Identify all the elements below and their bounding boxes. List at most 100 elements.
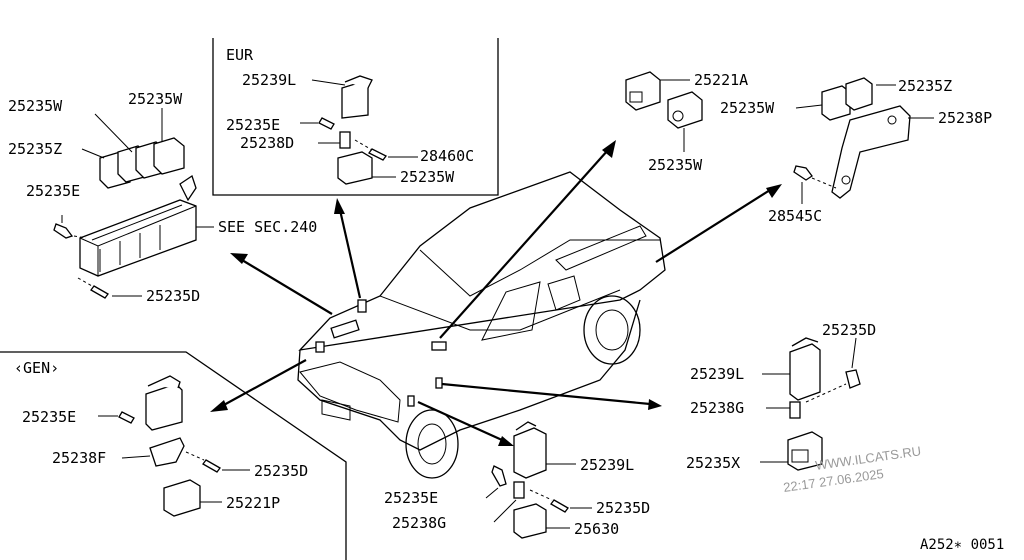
bracket-gen-f [149, 437, 185, 467]
arrow-to-bottom-center [417, 400, 503, 442]
label-tr-25235w: 25235W [720, 99, 775, 117]
label-tr-25235z: 25235Z [898, 77, 952, 95]
vehicle-beltline [379, 289, 621, 331]
relay-tr-w-mid-pin [672, 110, 684, 122]
relay-tr-w [821, 85, 851, 121]
gen-title: ‹GEN› [14, 359, 59, 377]
relay-bc-25630 [513, 503, 547, 539]
screw-tl-e [53, 223, 74, 239]
relay-right-l-tab [791, 337, 819, 347]
bracket-hole-1 [887, 115, 897, 125]
dash-tl-e [73, 235, 87, 239]
vehicle-rear-window [547, 275, 581, 311]
top-right-group: 25221A 25235W 25235Z 25235W 25238P 28545… [625, 71, 992, 225]
vehicle-rear-hub [595, 309, 629, 351]
relay-box-tab [179, 174, 197, 202]
relay-right-x [787, 431, 823, 471]
label-tr-28545c: 28545C [768, 207, 822, 225]
bolt-gen-d [202, 459, 221, 473]
arrowhead-eur [334, 198, 345, 214]
bolt-right-d [845, 369, 861, 389]
label-gen-25238f: 25238F [52, 449, 106, 467]
label-right-25235d: 25235D [822, 321, 876, 339]
top-left-group: 25235W 25235W 25235Z 25235E SEE SEC.240 … [8, 90, 317, 305]
relay-tr-z [845, 77, 873, 111]
vehicle-fuse-location [330, 319, 360, 339]
leader-tl-z [81, 148, 105, 159]
label-gen-25221p: 25221P [226, 494, 280, 512]
arrow-to-top-right [439, 149, 609, 339]
relay-bc-l-tab [515, 421, 537, 431]
screw-tr-c [793, 165, 813, 181]
bracket-right-g [789, 401, 801, 419]
arrowhead-gen [210, 400, 228, 412]
arrow-to-top-left [241, 259, 333, 315]
leader-bc-g [493, 499, 517, 523]
label-bc-25235d: 25235D [596, 499, 650, 517]
label-eur-25238d: 25238D [240, 134, 294, 152]
arrowhead-bottom-center [498, 436, 514, 446]
relay-right-x-socket [791, 449, 809, 463]
label-tl-25235z: 25235Z [8, 140, 62, 158]
eur-title: EUR [226, 46, 254, 64]
eur-box-frame [212, 38, 499, 196]
arrow-to-eur [338, 209, 362, 299]
screw-gen-e [118, 411, 135, 424]
label-tl-25235w-left: 25235W [8, 97, 63, 115]
vehicle-lower-body [297, 299, 641, 451]
vehicle-grille-area [299, 361, 401, 423]
label-eur-28460c: 28460C [420, 147, 474, 165]
vehicle-relay-location-center [431, 341, 447, 351]
bracket-eur-d [339, 131, 351, 149]
screw-eur-e [318, 117, 335, 130]
vehicle-relay-location-front [315, 341, 325, 353]
label-bc-25235e: 25235E [384, 489, 438, 507]
arrowhead-top-left [230, 253, 248, 264]
vehicle-plate [321, 399, 351, 421]
label-eur-25239l: 25239L [242, 71, 296, 89]
relay-box-edges [79, 205, 197, 276]
dash-tl-d [77, 277, 93, 287]
arrowhead-right [648, 399, 662, 410]
arrowhead-bracket [766, 184, 782, 198]
relay-gen [145, 383, 183, 431]
label-tr-25221a: 25221A [694, 71, 748, 89]
dash-bc-d [529, 489, 553, 501]
label-tr-25238p: 25238P [938, 109, 992, 127]
leader-bc-e [485, 487, 499, 499]
bracket-hole-2 [841, 175, 851, 185]
vehicle-door-window [481, 281, 541, 341]
relay-right-l [789, 343, 821, 401]
label-tr-25235w-mid: 25235W [648, 156, 703, 174]
label-gen-25235e: 25235E [22, 408, 76, 426]
relay-tr-w-mid [667, 91, 703, 129]
label-right-25239l: 25239L [690, 365, 744, 383]
label-tl-25235d: 25235D [146, 287, 200, 305]
relay-eur-w [337, 151, 373, 185]
label-tl-25235e: 25235E [26, 182, 80, 200]
arrow-to-bracket [655, 189, 771, 263]
label-bc-25630: 25630 [574, 520, 619, 538]
label-gen-25235d: 25235D [254, 462, 308, 480]
leader-tl-w-left [94, 113, 133, 153]
right-group: 25239L 25235D 25238G 25235X [686, 321, 876, 472]
relay-25221a-socket [629, 91, 643, 103]
vehicle-relay-location-side [435, 377, 443, 389]
label-tl-25235w-right: 25235W [128, 90, 183, 108]
bolt-bc-d [550, 499, 569, 513]
arrow-to-right [441, 382, 651, 406]
vehicle-side-glass [555, 225, 647, 271]
gen-box-frame [0, 351, 347, 560]
dash-tr-c [811, 177, 837, 189]
vehicle-windshield [419, 239, 660, 297]
bolt-eur-c [368, 148, 387, 161]
bracket-bc-g [513, 481, 525, 499]
eur-box: EUR 25239L 25235E 25238D 28460C 25235W [212, 38, 499, 196]
dash-right-d [805, 383, 847, 403]
dash-eur-c [354, 139, 373, 151]
label-eur-25235w: 25235W [400, 168, 455, 186]
label-bc-25238g: 25238G [392, 514, 446, 532]
vehicle [297, 171, 666, 479]
